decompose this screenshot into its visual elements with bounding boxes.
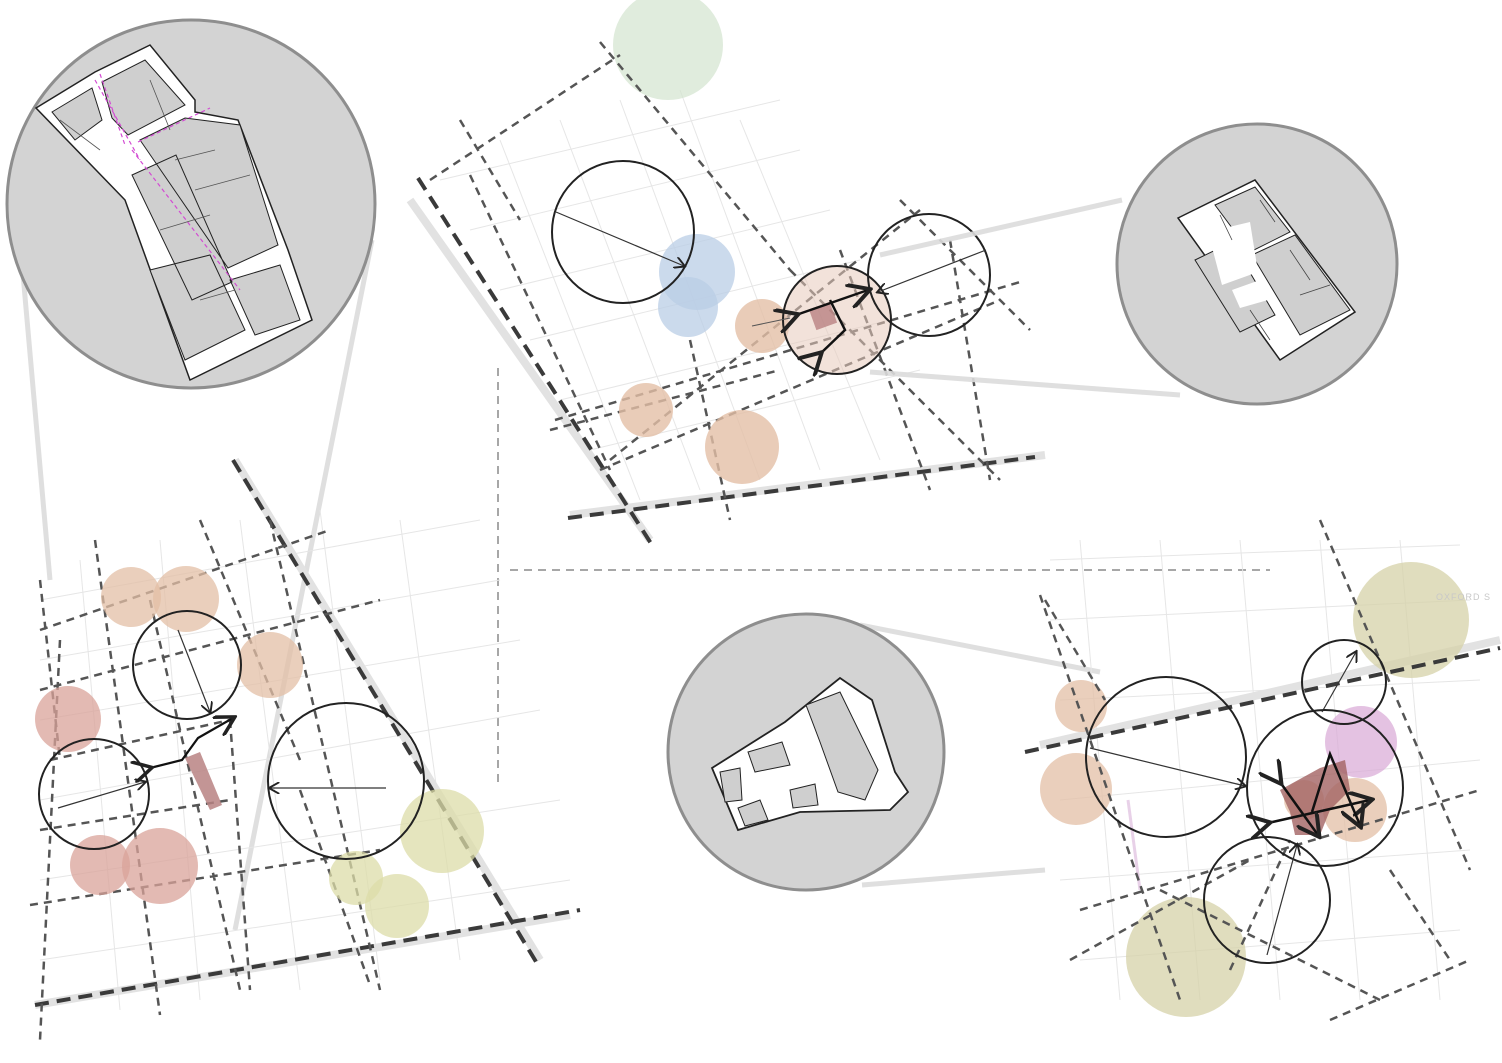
main-axis-road: [34, 908, 581, 1007]
double-arrow-icon: [1268, 750, 1370, 835]
main-axis-road: [1024, 646, 1501, 754]
catchment-ring: [1085, 676, 1247, 838]
building-plan-c: [710, 676, 910, 832]
orange-node: [705, 410, 779, 484]
green-node: [613, 0, 723, 100]
map-bottom-right: OXFORD S: [1024, 519, 1501, 1022]
orange-node: [735, 299, 789, 353]
section-dividers: [497, 368, 1270, 785]
zoom-circle-a: [5, 18, 377, 390]
catchment-ring: [1301, 639, 1387, 725]
zoom-circle-c: [666, 612, 946, 892]
orange-node: [619, 383, 673, 437]
catchment-ring: [551, 160, 695, 304]
arrow-icon: [555, 211, 684, 266]
double-arrow-icon: [796, 290, 868, 354]
olive-node: [1353, 562, 1469, 678]
orange-node: [237, 632, 303, 698]
building-plan-a: [34, 44, 313, 382]
arrow-icon: [57, 782, 145, 809]
map-top-center: [406, 0, 1046, 547]
orange-node: [1040, 753, 1112, 825]
blue-node: [658, 277, 718, 337]
zoom-guides-c: [859, 622, 1101, 888]
orange-node: [1055, 680, 1107, 732]
arrow-icon: [1321, 652, 1356, 713]
catchment-ring: [267, 702, 425, 860]
catchment-ring: [38, 738, 150, 850]
arrow-icon: [1266, 845, 1297, 956]
double-arrow-icon: [150, 718, 233, 768]
orange-node: [101, 567, 161, 627]
zoom-guides-a: [17, 239, 375, 931]
orange-node: [153, 566, 219, 632]
main-axis-road: [416, 176, 654, 547]
red-node: [70, 835, 130, 895]
catchment-ring: [867, 213, 991, 337]
yellow-node: [400, 789, 484, 873]
zoom-guides-b: [869, 197, 1181, 398]
zoom-circle-b: [1115, 122, 1399, 406]
yellow-node: [365, 874, 429, 938]
building-plan-b: [1176, 179, 1357, 362]
map-label: OXFORD S: [1436, 592, 1491, 602]
arrow-icon: [878, 249, 987, 292]
main-axis-road: [567, 455, 1036, 520]
main-axis-road: [231, 458, 540, 967]
red-node: [122, 828, 198, 904]
street-fabric: [34, 457, 571, 1011]
catchment-ring: [1246, 709, 1404, 867]
map-bottom-left: [29, 457, 581, 1041]
arrow-icon: [1089, 747, 1245, 786]
arrow-icon: [177, 629, 210, 712]
red-node: [35, 686, 101, 752]
olive-node: [1126, 897, 1246, 1017]
